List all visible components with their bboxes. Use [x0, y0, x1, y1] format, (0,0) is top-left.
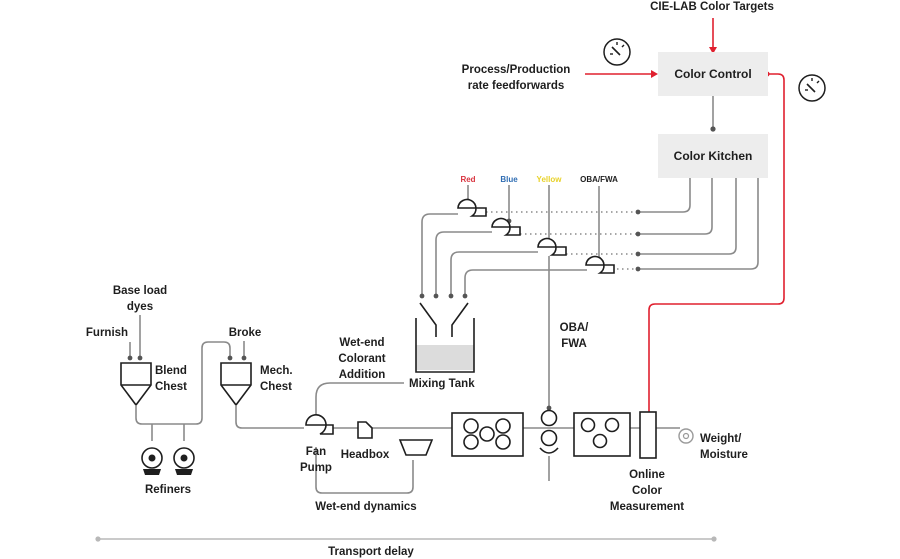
mixing-tank-label: Mixing Tank — [409, 378, 475, 390]
blend-chest-label-2: Chest — [155, 381, 187, 393]
press-roll-icon — [451, 412, 524, 457]
press-roll-icon — [573, 412, 631, 457]
kitchen-output-lines — [486, 178, 759, 272]
pump-to-tank-lines — [419, 213, 587, 299]
refiner-icon — [141, 447, 163, 475]
wetend-dynamics-label: Wet-end dynamics — [315, 501, 416, 513]
red-dye-label: Red — [460, 175, 475, 184]
wetend-colorant-label-2: Colorant — [338, 353, 385, 365]
fan-pump-label-2: Pump — [300, 462, 332, 474]
mech-chest-label: Mech. — [260, 365, 293, 377]
mech-chest-label-2: Chest — [260, 381, 292, 393]
pump-icon — [491, 217, 521, 236]
base-load-label: Base load — [113, 285, 167, 297]
furnish-label: Furnish — [86, 327, 128, 339]
chest-icon — [220, 362, 252, 407]
process-feedforward-label: Process/Production — [462, 64, 571, 76]
cleaner-icon — [398, 439, 434, 456]
gauge-icon — [798, 74, 826, 102]
oba-fwa-label-2: FWA — [561, 338, 587, 350]
chest-icon — [120, 362, 152, 407]
wetend-colorant-label-3: Addition — [339, 369, 386, 381]
base-load-label-2: dyes — [127, 301, 153, 313]
color-kitchen-label: Color Kitchen — [674, 149, 753, 163]
dye-source-lines — [465, 185, 602, 262]
blend-chest-label: Blend — [155, 365, 187, 377]
size-press-icon — [539, 409, 559, 481]
scanner-icon — [639, 411, 657, 459]
pump-icon — [537, 237, 567, 256]
headbox-label: Headbox — [341, 449, 390, 461]
fan-pump-label: Fan — [306, 446, 326, 458]
wetend-colorant-label: Wet-end — [339, 337, 384, 349]
cie-lab-label: CIE-LAB Color Targets — [650, 1, 774, 13]
online-color-label: Online — [629, 469, 665, 481]
color-kitchen-box — [658, 134, 768, 178]
color-control-box — [658, 52, 768, 96]
headbox-icon — [357, 421, 373, 439]
oba-fwa-dye-label: OBA/FWA — [580, 175, 618, 184]
oba-fwa-label: OBA/ — [560, 322, 590, 334]
transport-delay-label: Transport delay — [328, 546, 414, 558]
broke-label: Broke — [229, 327, 262, 339]
refiner-icon — [173, 447, 195, 475]
pump-icon — [457, 198, 487, 217]
pump-icon — [585, 255, 615, 274]
weight-moisture-label: Weight/ — [700, 433, 742, 445]
yellow-dye-label: Yellow — [537, 175, 563, 184]
color-control-label: Color Control — [674, 67, 751, 81]
tank-icon — [415, 302, 475, 373]
blue-dye-label: Blue — [500, 175, 518, 184]
online-color-label-3: Measurement — [610, 501, 684, 513]
transport-delay-line — [95, 536, 717, 542]
furnish-feed-lines — [127, 315, 247, 361]
gauge-icon — [603, 38, 631, 66]
stock-lines — [135, 341, 680, 494]
process-feedforward-label-2: rate feedforwards — [468, 80, 565, 92]
pump-icon — [305, 414, 334, 435]
weight-moisture-label-2: Moisture — [700, 449, 748, 461]
reel-icon — [678, 428, 694, 444]
online-color-label-2: Color — [632, 485, 663, 497]
refiners-label: Refiners — [145, 484, 191, 496]
